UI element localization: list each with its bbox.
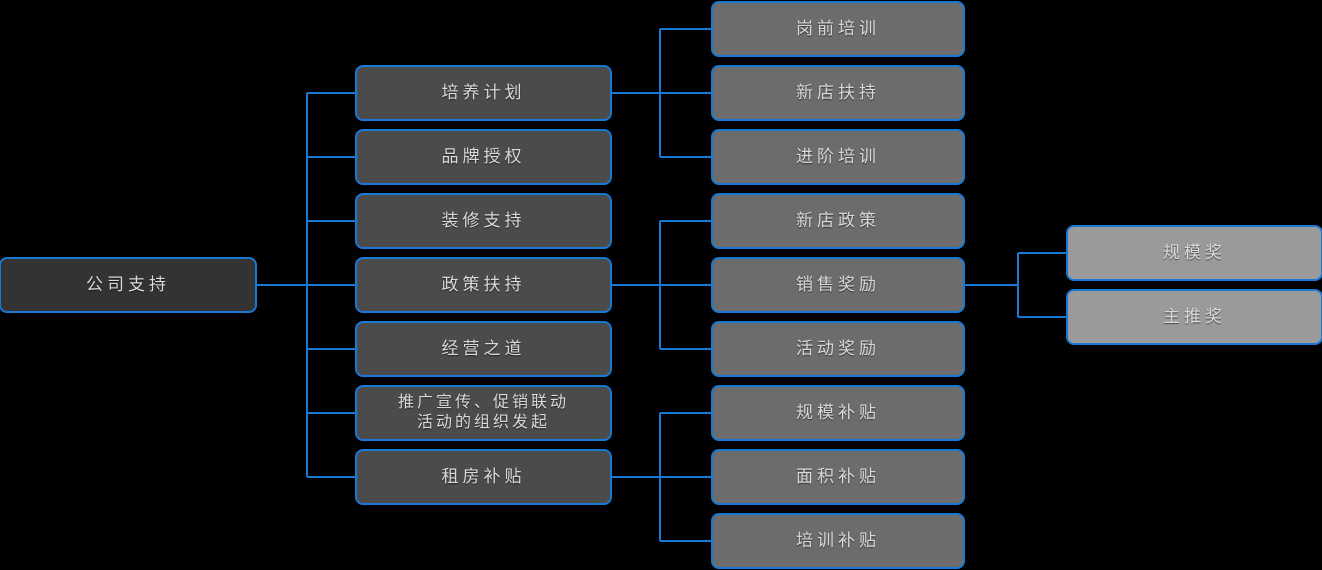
node-root-label: 公司支持 [86, 275, 170, 295]
node-label: 规模补贴 [796, 403, 880, 423]
node-label: 装修支持 [441, 211, 526, 231]
node-level2-zhengcefuchi[interactable]: 政策扶持 [355, 257, 612, 313]
node-level3-mianjibutie[interactable]: 面积补贴 [711, 449, 965, 505]
node-label: 培训补贴 [796, 531, 880, 551]
node-label: 岗前培训 [796, 19, 880, 39]
node-level4-zhutuijiang[interactable]: 主推奖 [1066, 289, 1322, 345]
node-level3-xiaoshoujiangli[interactable]: 销售奖励 [711, 257, 965, 313]
node-label: 经营之道 [441, 339, 526, 359]
node-level2-zhuangxiuzhichi[interactable]: 装修支持 [355, 193, 612, 249]
node-level3-peixunbutie[interactable]: 培训补贴 [711, 513, 965, 569]
node-label: 规模奖 [1163, 243, 1226, 263]
node-level2-zufangbutie[interactable]: 租房补贴 [355, 449, 612, 505]
node-level3-huodongjiangli[interactable]: 活动奖励 [711, 321, 965, 377]
node-label: 面积补贴 [796, 467, 880, 487]
node-label: 租房补贴 [441, 467, 526, 487]
node-level3-xindianzhengce[interactable]: 新店政策 [711, 193, 965, 249]
node-level2-tuiguangxuanchuan[interactable]: 推广宣传、促销联动 活动的组织发起 [355, 385, 612, 441]
node-level3-xindianfuchi[interactable]: 新店扶持 [711, 65, 965, 121]
node-label: 新店扶持 [796, 83, 880, 103]
node-level3-jinjiepeixun[interactable]: 进阶培训 [711, 129, 965, 185]
node-level2-pinpaishouquan[interactable]: 品牌授权 [355, 129, 612, 185]
node-label: 销售奖励 [796, 275, 880, 295]
node-label: 活动奖励 [796, 339, 880, 359]
node-level3-gangqianpeixun[interactable]: 岗前培训 [711, 1, 965, 57]
node-label: 新店政策 [796, 211, 880, 231]
node-root[interactable]: 公司支持 [0, 257, 257, 313]
node-level4-guimojiang[interactable]: 规模奖 [1066, 225, 1322, 281]
node-level2-peiyangjihua[interactable]: 培养计划 [355, 65, 612, 121]
node-label: 政策扶持 [441, 275, 526, 295]
node-label: 培养计划 [441, 83, 526, 103]
node-label: 品牌授权 [441, 147, 526, 167]
node-level2-jingyingzhidao[interactable]: 经营之道 [355, 321, 612, 377]
node-label: 推广宣传、促销联动 活动的组织发起 [397, 393, 569, 431]
node-label: 主推奖 [1163, 307, 1226, 327]
node-label: 进阶培训 [796, 147, 880, 167]
node-level3-guimobutie[interactable]: 规模补贴 [711, 385, 965, 441]
